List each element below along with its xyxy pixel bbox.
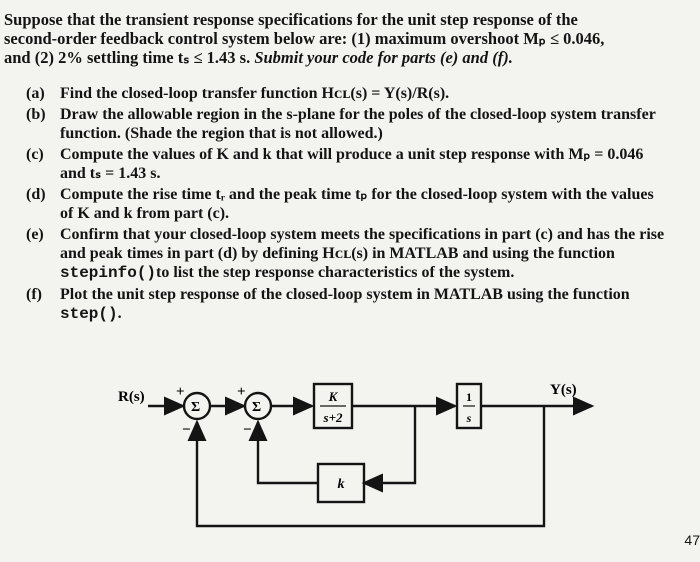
part-e: (e) Confirm that your closed-loop system… <box>26 225 666 283</box>
part-label: (b) <box>26 106 46 123</box>
sum2-minus-sign: − <box>243 422 252 438</box>
integrator-denominator: s <box>466 411 472 425</box>
input-label: R(s) <box>118 389 145 405</box>
submit-note: Submit your code for parts (e) and (f). <box>254 48 513 67</box>
sum2-symbol: Σ <box>252 400 261 415</box>
problem-statement: Suppose that the transient response spec… <box>4 10 664 67</box>
output-label: Y(s) <box>550 382 577 398</box>
part-text: Find the closed-loop transfer function H… <box>60 85 450 102</box>
part-f-text-b: . <box>117 305 122 322</box>
intro-line-3a: and (2) 2% settling time tₛ ≤ 1.43 s. <box>4 48 255 67</box>
forward-denominator: s+2 <box>323 410 343 425</box>
part-label: (e) <box>26 226 44 243</box>
part-text: Draw the allowable region in the s-plane… <box>60 106 656 142</box>
outer-feedback-line <box>187 406 546 528</box>
part-f: (f) Plot the unit step response of the c… <box>26 285 666 324</box>
forward-numerator: K <box>328 389 339 404</box>
page-number: 47 <box>684 532 700 548</box>
feedback-gain-block <box>316 462 366 504</box>
summing-junction-2 <box>243 391 273 421</box>
sum1-minus-sign: − <box>182 422 191 438</box>
part-e-text-b: to list the step response characteristic… <box>156 264 515 281</box>
question-parts: (a) Find the closed-loop transfer functi… <box>26 84 666 326</box>
part-d: (d) Compute the rise time tᵣ and the pea… <box>26 185 666 223</box>
code-step: step() <box>60 305 118 323</box>
inner-feedback-return <box>248 419 318 485</box>
part-text: Compute the values of K and k that will … <box>60 146 644 182</box>
part-f-text-a: Plot the unit step response of the close… <box>60 286 630 303</box>
intro-line-2: second-order feedback control system bel… <box>4 29 605 48</box>
code-stepinfo: stepinfo() <box>60 264 157 282</box>
part-a: (a) Find the closed-loop transfer functi… <box>26 84 666 103</box>
block-diagram: R(s) Y(s) Σ Σ + − + − K s+2 1 s k <box>118 382 595 528</box>
sum1-plus-sign: + <box>176 384 185 400</box>
integrator-block <box>455 382 483 430</box>
integrator-numerator: 1 <box>466 390 472 404</box>
forward-block <box>312 382 354 430</box>
inner-tap-line <box>361 406 417 493</box>
part-text: Confirm that your closed-loop system mee… <box>60 225 666 283</box>
part-label: (c) <box>26 146 44 163</box>
part-b: (b) Draw the allowable region in the s-p… <box>26 105 666 143</box>
part-label: (a) <box>26 85 45 102</box>
part-label: (f) <box>26 286 42 303</box>
part-text: Plot the unit step response of the close… <box>60 285 666 324</box>
sum2-plus-sign: + <box>237 384 246 400</box>
part-c: (c) Compute the values of K and k that w… <box>26 145 666 183</box>
summing-junction-1 <box>182 391 212 421</box>
sum1-symbol: Σ <box>191 400 200 415</box>
feedback-gain-label: k <box>338 477 345 492</box>
intro-line-3: and (2) 2% settling time tₛ ≤ 1.43 s. Su… <box>4 48 664 67</box>
part-e-text-a: Confirm that your closed-loop system mee… <box>60 226 665 262</box>
part-label: (d) <box>26 186 46 203</box>
part-text: Compute the rise time tᵣ and the peak ti… <box>60 186 654 222</box>
intro-line-1: Suppose that the transient response spec… <box>4 10 578 29</box>
